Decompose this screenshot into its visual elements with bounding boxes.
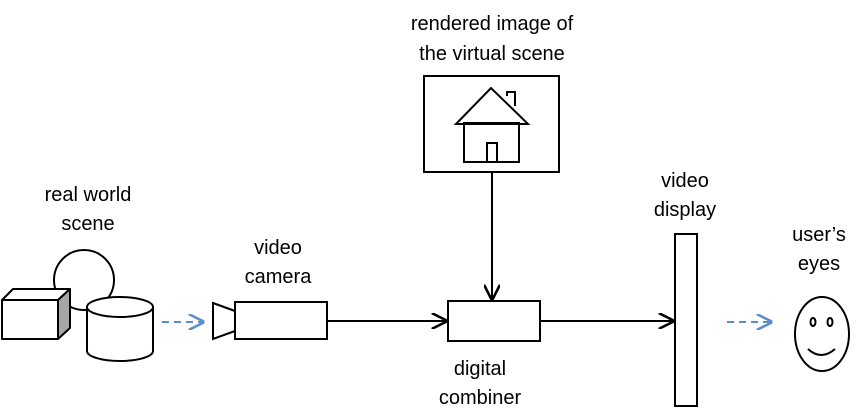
users-eyes-label-line2: eyes [798,253,840,275]
house-icon [453,86,531,163]
real-world-label-line2: scene [61,213,114,235]
rendered-image-label-line1: rendered image of [411,13,574,35]
digital-combiner-label-line2: combiner [439,387,522,409]
users-eyes-label-line1: user’s [792,224,846,246]
rendered-image-label-line2: the virtual scene [419,43,565,65]
real-world-label-line1: real world [45,184,132,206]
video-display-panel [674,233,698,407]
video-camera-label-line2: camera [245,266,313,288]
video-camera-label-line1: video [254,237,302,259]
camera-icon [212,301,328,341]
smiley-face-icon [794,296,850,372]
cube-icon [1,288,71,340]
real-world-objects [1,249,154,362]
cylinder-icon [86,296,154,362]
video-display-label-line1: video [661,170,709,192]
rendered-image-box [423,75,560,173]
digital-combiner-label-line1: digital [454,358,506,380]
digital-combiner-box [447,300,541,342]
labels: rendered image of the virtual scene real… [45,13,846,409]
video-display-label-line2: display [654,199,716,221]
